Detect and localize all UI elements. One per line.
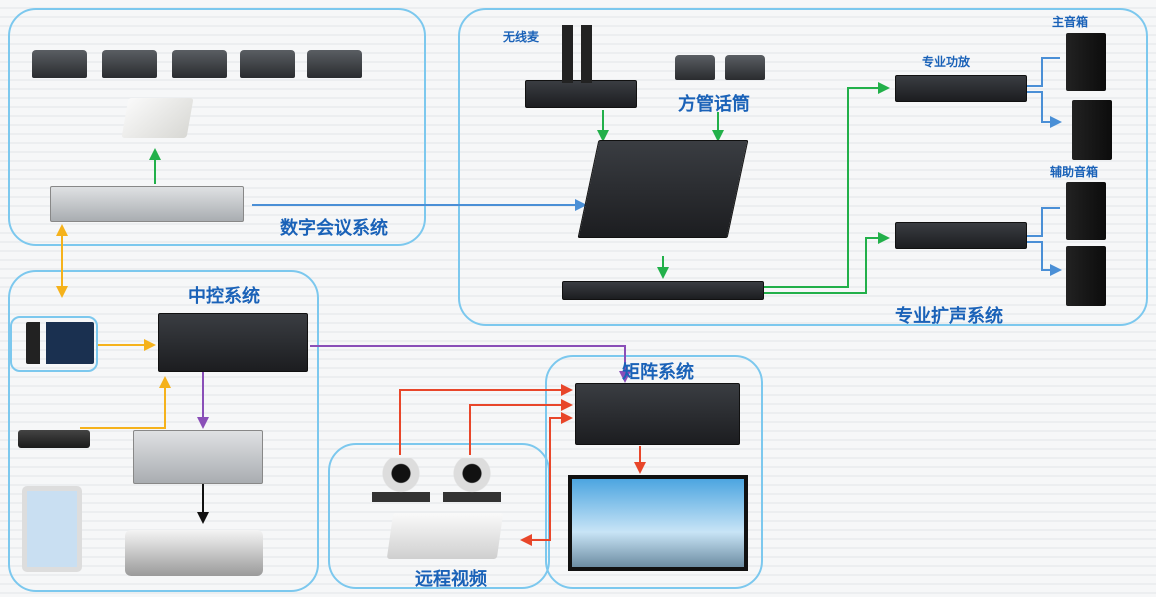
zone-central-control — [8, 270, 319, 592]
label-amplifier: 专业功放 — [922, 55, 971, 69]
conference-mic-unit — [240, 50, 295, 78]
video-codec — [386, 513, 504, 559]
label-gooseneck-mic: 方管话筒 — [678, 94, 750, 115]
video-wall — [568, 475, 748, 571]
aux-speaker — [1066, 182, 1106, 240]
desktop-pc — [26, 322, 94, 364]
main-speaker — [1066, 33, 1106, 91]
audio-processor — [562, 281, 764, 300]
label-wireless-mic: 无线麦 — [503, 30, 540, 44]
tablet — [22, 486, 82, 572]
zone-pc — [10, 316, 98, 372]
power-sequencer — [133, 430, 263, 484]
router — [18, 430, 90, 448]
zone-title-matrix: 矩阵系统 — [622, 362, 694, 383]
power-amplifier — [895, 222, 1027, 249]
aux-speaker — [1066, 246, 1106, 306]
audio-mixer — [577, 140, 749, 238]
main-speaker — [1072, 100, 1112, 160]
matrix-switcher — [575, 383, 740, 445]
conference-mic-unit — [32, 50, 87, 78]
power-amplifier — [895, 75, 1027, 102]
conference-host — [50, 186, 244, 222]
projector — [125, 530, 263, 576]
zone-digital-conference — [8, 8, 426, 246]
ptz-camera — [372, 458, 430, 502]
label-aux-speaker: 辅助音箱 — [1050, 165, 1099, 179]
ptz-camera — [443, 458, 501, 502]
zone-title-conference: 数字会议系统 — [280, 218, 388, 239]
zone-pro-audio — [458, 8, 1148, 326]
control-host — [158, 313, 308, 372]
wireless-mic-receiver — [525, 80, 637, 108]
conference-mic-unit — [102, 50, 157, 78]
gooseneck-mic — [675, 55, 715, 80]
handheld-mics — [562, 25, 592, 83]
conference-mic-unit — [172, 50, 227, 78]
zone-title-audio: 专业扩声系统 — [895, 306, 1003, 327]
conference-mic-unit — [307, 50, 362, 78]
zone-title-control: 中控系统 — [188, 286, 260, 307]
label-main-speaker: 主音箱 — [1052, 15, 1089, 29]
gooseneck-mic — [725, 55, 765, 80]
wireless-antenna — [121, 98, 194, 138]
zone-title-video: 远程视频 — [415, 569, 487, 590]
